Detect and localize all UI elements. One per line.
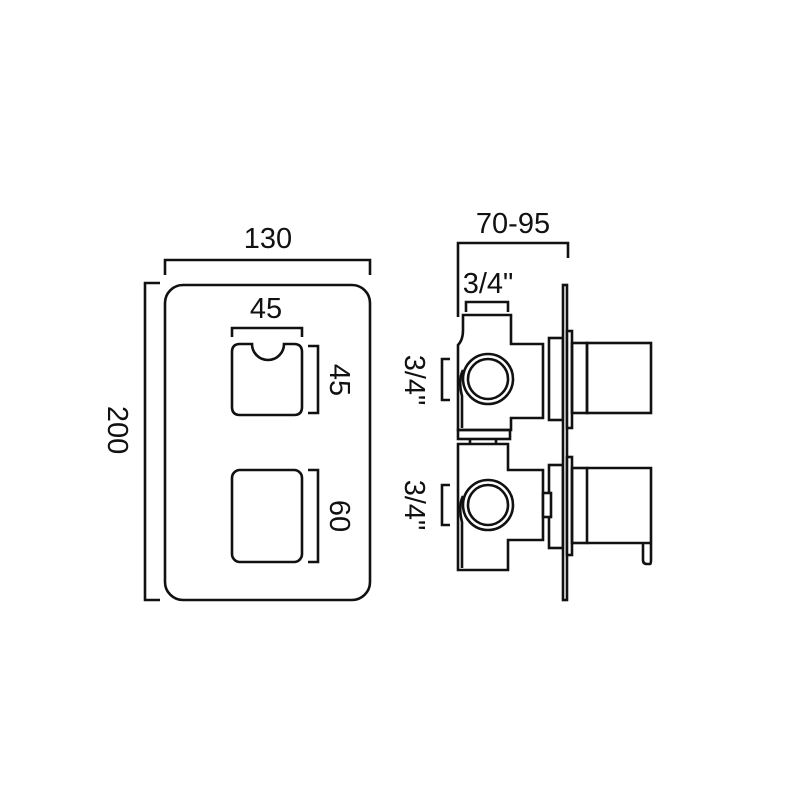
wall-plate [561, 283, 569, 602]
side-view: 70-95 3/4" 3/4" 3/4" [398, 208, 653, 602]
lower-handle [587, 466, 653, 566]
upper-flange [547, 336, 565, 422]
front-view: 130 200 45 45 60 [101, 223, 372, 602]
lower-button-height-dimension-line [308, 468, 320, 564]
upper-inlet-collar [458, 369, 465, 428]
upper-handle [585, 341, 653, 415]
height-dimension-line [143, 281, 160, 602]
faceplate-outline [163, 283, 372, 602]
upper-inlet-label: 3/4" [398, 355, 430, 406]
top-outlet-label: 3/4" [463, 268, 514, 300]
lower-inlet-label: 3/4" [398, 480, 430, 531]
width-dimension-line [163, 258, 372, 275]
lower-inlet-outer [461, 478, 515, 532]
lower-handle-stem [570, 466, 589, 545]
upper-valve-body [456, 313, 545, 432]
lower-button-height-label: 60 [323, 500, 355, 532]
depth-dimension-line [456, 241, 570, 317]
button-width-label: 45 [250, 293, 282, 325]
upper-handle-stem [570, 341, 589, 415]
lower-inlet-inner [466, 483, 510, 527]
height-label: 200 [101, 406, 133, 454]
valve-coupling [456, 428, 512, 441]
upper-control-button [230, 342, 304, 417]
lower-valve-body [456, 442, 545, 572]
lower-control-button [230, 468, 304, 564]
upper-inlet-dimension-line [440, 357, 450, 402]
width-label: 130 [244, 223, 292, 255]
button-width-dimension-line [230, 326, 304, 337]
upper-inlet-inner [466, 357, 510, 401]
depth-label: 70-95 [476, 208, 550, 240]
lower-inlet-collar [458, 495, 465, 568]
coupling-detail [468, 439, 498, 444]
top-outlet-dimension-line [464, 300, 510, 312]
upper-button-height-label: 45 [323, 364, 355, 396]
upper-inlet-outer [461, 352, 515, 406]
spindle-nut [541, 491, 553, 519]
upper-button-height-dimension-line [308, 344, 320, 415]
lower-inlet-dimension-line [440, 483, 450, 527]
